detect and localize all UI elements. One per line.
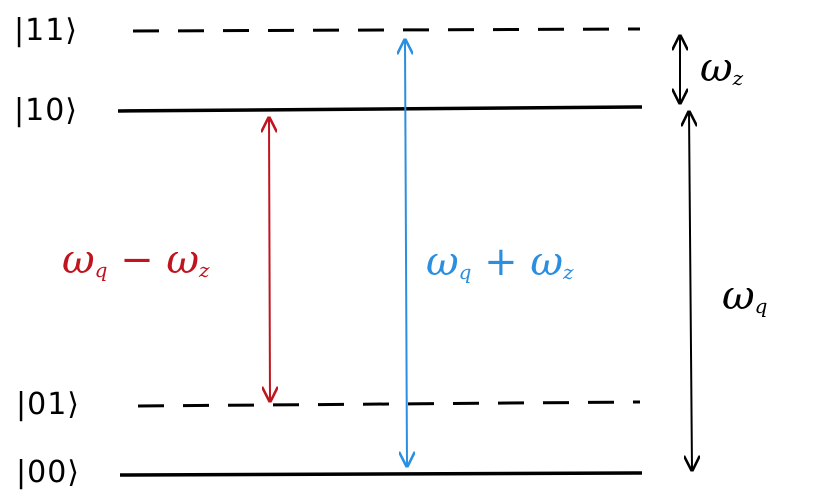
label-omega-q-minus-omega-z: ωq − ωz [62, 237, 210, 283]
label-omega-q-plus-omega-z: ωq + ωz [426, 239, 574, 285]
level-01-dashed [137, 400, 641, 408]
level-00-solid [119, 471, 643, 477]
state-label-10: |10⟩ [14, 93, 78, 128]
blue-transition-arrow [405, 40, 407, 466]
red-transition-arrow [269, 118, 270, 401]
level-10-solid [117, 105, 643, 113]
label-omega-q: ωq [722, 273, 768, 319]
state-label-11: |11⟩ [14, 13, 78, 48]
label-omega-z: ωz [700, 45, 744, 91]
state-label-00: |00⟩ [16, 455, 80, 490]
level-11-dashed [132, 27, 641, 33]
state-label-01: |01⟩ [16, 387, 80, 422]
omega-q-arrow [689, 112, 692, 470]
